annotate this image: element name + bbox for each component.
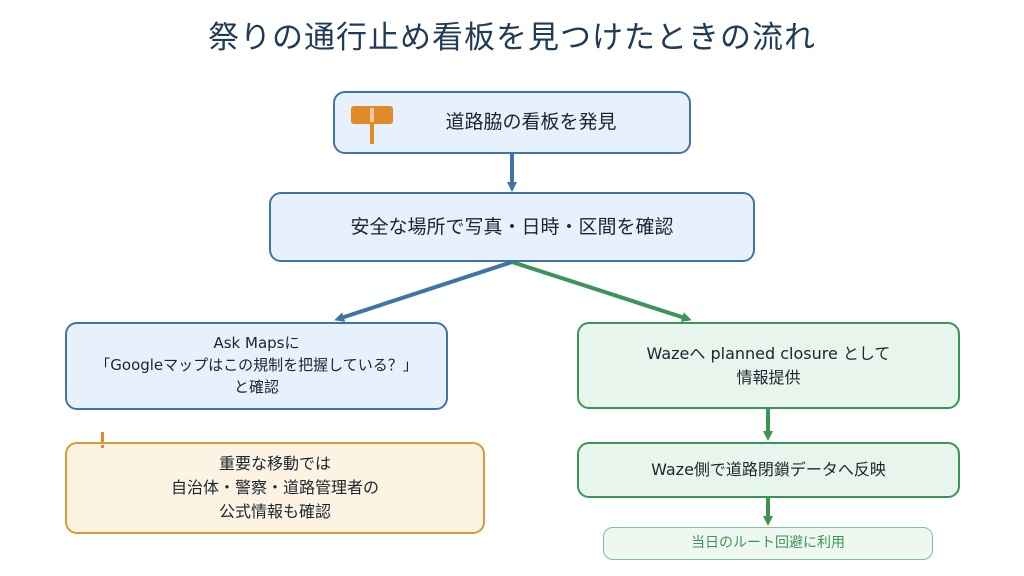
node-ask-maps: Ask Mapsに 「Googleマップはこの規制を把握している？」 と確認: [65, 322, 448, 410]
node-waze-reflect: Waze側で道路閉鎖データへ反映: [577, 442, 960, 498]
page-title: 祭りの通行止め看板を見つけたときの流れ: [208, 20, 816, 56]
node-use: 当日のルート回避に利用: [603, 527, 933, 560]
node-waze-report: Wazeへ planned closure として 情報提供: [577, 322, 960, 409]
node-important-label: 重要な移動では 自治体・警察・道路管理者の 公式情報も確認: [170, 454, 379, 521]
node-confirm: 安全な場所で写真・日時・区間を確認: [269, 192, 755, 262]
node-discover-label: 道路脇の看板を発見: [445, 111, 617, 134]
arrow-confirm-to-ask-maps: [334, 260, 513, 322]
node-discover: 道路脇の看板を発見: [333, 91, 691, 154]
node-ask-maps-label: Ask Mapsに 「Googleマップはこの規制を把握している？」 と確認: [95, 334, 418, 396]
node-important: 重要な移動では 自治体・警察・道路管理者の 公式情報も確認: [65, 432, 485, 534]
node-waze-reflect-label: Waze側で道路閉鎖データへ反映: [651, 460, 886, 479]
node-use-label: 当日のルート回避に利用: [691, 535, 845, 551]
node-confirm-label: 安全な場所で写真・日時・区間を確認: [350, 215, 674, 238]
node-waze-report-label: Wazeへ planned closure として 情報提供: [646, 343, 891, 387]
warning-icon: [101, 432, 104, 448]
sign-icon: [351, 106, 393, 144]
arrow-confirm-to-waze: [511, 260, 692, 322]
